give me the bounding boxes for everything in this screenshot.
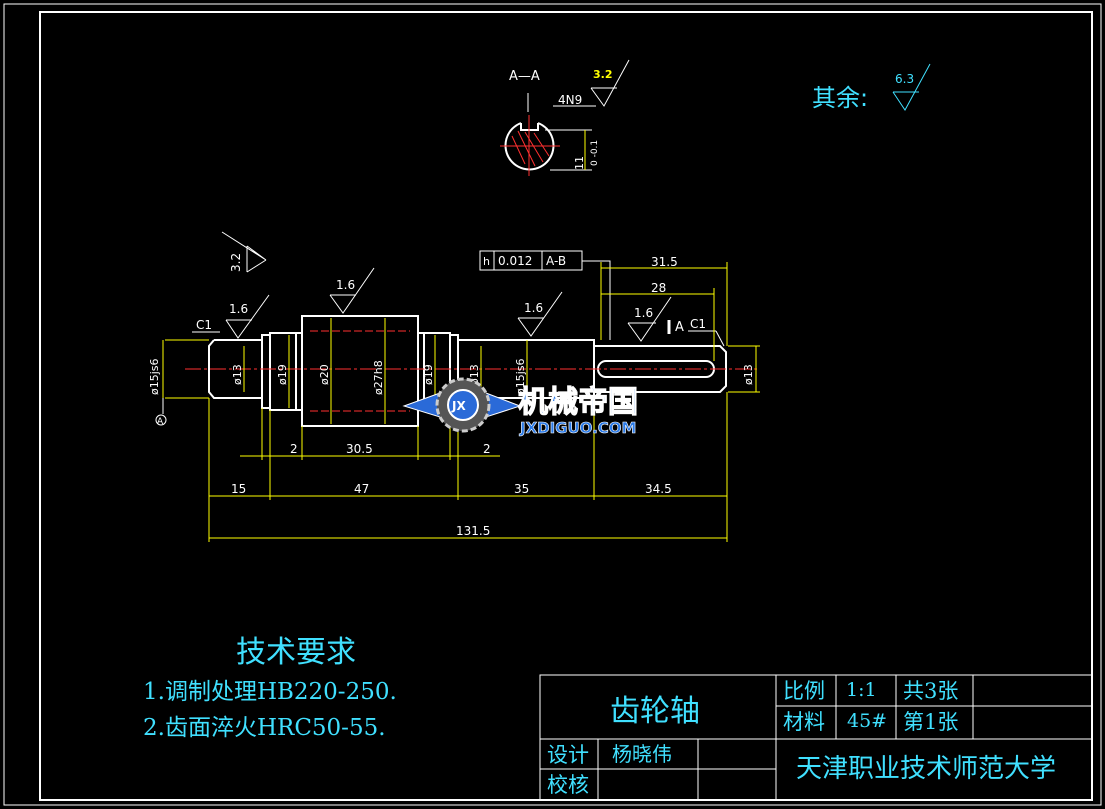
chamfer-left: C1 bbox=[196, 318, 212, 332]
diameter-labels: ø15js6 ø13 ø19 ø20 ø27h8 ø19 ø13 ø15js6 … bbox=[148, 358, 755, 395]
remaining-label: 其余: bbox=[812, 84, 868, 112]
section-roughness: 3.2 bbox=[593, 68, 613, 81]
title-block-grid bbox=[539, 674, 1093, 801]
center-lines bbox=[185, 330, 760, 412]
dim-label: 47 bbox=[354, 482, 369, 496]
tolerance-frame: h 0.012 A-B bbox=[479, 250, 611, 340]
dia-label: ø19 bbox=[276, 364, 289, 385]
sheets-total: 共3张 bbox=[903, 679, 958, 703]
tolerance-symbol: h bbox=[483, 255, 490, 268]
design-label: 设计 bbox=[547, 743, 589, 767]
section-depth: 11 bbox=[573, 156, 586, 170]
chamfer-right: C1 bbox=[690, 317, 706, 331]
dim-label: 34.5 bbox=[645, 482, 672, 496]
requirement-2: 2.齿面淬火HRC50-55. bbox=[143, 715, 386, 741]
watermark: JX 机械帝国 JXDIGUO.COM bbox=[402, 377, 639, 437]
dia-label: ø19 bbox=[422, 364, 435, 385]
roughness-mid: 1.6 bbox=[524, 301, 543, 315]
roughness-key: 1.6 bbox=[634, 306, 653, 320]
watermark-url: JXDIGUO.COM bbox=[519, 419, 636, 437]
dim-top-b: 28 bbox=[651, 281, 666, 295]
dia-label: ø13 bbox=[231, 364, 244, 385]
section-view: A—A 4N9 3.2 11 0 -0.1 bbox=[500, 59, 630, 176]
tolerance-datum: A-B bbox=[546, 254, 566, 268]
bottom-dimension-lines bbox=[208, 392, 728, 542]
dim-total: 131.5 bbox=[456, 524, 490, 538]
sheet-number: 第1张 bbox=[903, 710, 958, 734]
dim-label: 2 bbox=[290, 442, 298, 456]
diameter-dimension-lines bbox=[162, 318, 760, 424]
dim-label: 35 bbox=[514, 482, 529, 496]
dia-label: ø15js6 bbox=[514, 358, 527, 395]
dia-label: ø20 bbox=[318, 364, 331, 385]
dim-label: 15 bbox=[231, 482, 246, 496]
dim-label: 2 bbox=[483, 442, 491, 456]
dia-label: ø27h8 bbox=[372, 360, 385, 395]
section-depth-tol: 0 -0.1 bbox=[590, 140, 600, 166]
watermark-logo-text: JX bbox=[451, 399, 466, 413]
bottom-dimension-labels: 2 30.5 2 15 47 35 34.5 131.5 bbox=[231, 442, 672, 538]
watermark-title: 机械帝国 bbox=[518, 385, 638, 420]
section-label: A—A bbox=[509, 69, 540, 84]
check-label: 校核 bbox=[547, 773, 589, 797]
remaining-roughness: 6.3 bbox=[895, 72, 914, 86]
roughness-left-outer: 3.2 bbox=[229, 253, 243, 272]
dia-label: ø15js6 bbox=[148, 358, 161, 395]
scale-value: 1:1 bbox=[846, 679, 877, 701]
top-dimension-lines bbox=[600, 262, 728, 361]
material-value: 45# bbox=[847, 710, 887, 732]
requirement-1: 1.调制处理HB220-250. bbox=[143, 679, 397, 705]
roughness-gear: 1.6 bbox=[336, 278, 355, 292]
designer-name: 杨晓伟 bbox=[612, 742, 672, 766]
title-block-text: 齿轮轴 比例 1:1 共3张 材料 45# 第1张 设计 杨晓伟 校核 天津职业… bbox=[547, 679, 1056, 797]
school-name: 天津职业技术师范大学 bbox=[796, 754, 1056, 784]
part-name: 齿轮轴 bbox=[610, 694, 700, 729]
key-spec: 4N9 bbox=[558, 93, 582, 107]
dim-top-a: 31.5 bbox=[651, 255, 678, 269]
datum-b-marker: A bbox=[675, 320, 684, 335]
material-label: 材料 bbox=[783, 710, 825, 734]
outer-border bbox=[3, 3, 1102, 806]
scale-label: 比例 bbox=[783, 679, 825, 703]
tolerance-value: 0.012 bbox=[498, 254, 532, 268]
dia-label: ø13 bbox=[742, 364, 755, 385]
dim-label: 30.5 bbox=[346, 442, 373, 456]
roughness-left: 1.6 bbox=[229, 302, 248, 316]
datum-a-left: A bbox=[157, 417, 164, 427]
requirements-heading: 技术要求 bbox=[236, 635, 356, 670]
